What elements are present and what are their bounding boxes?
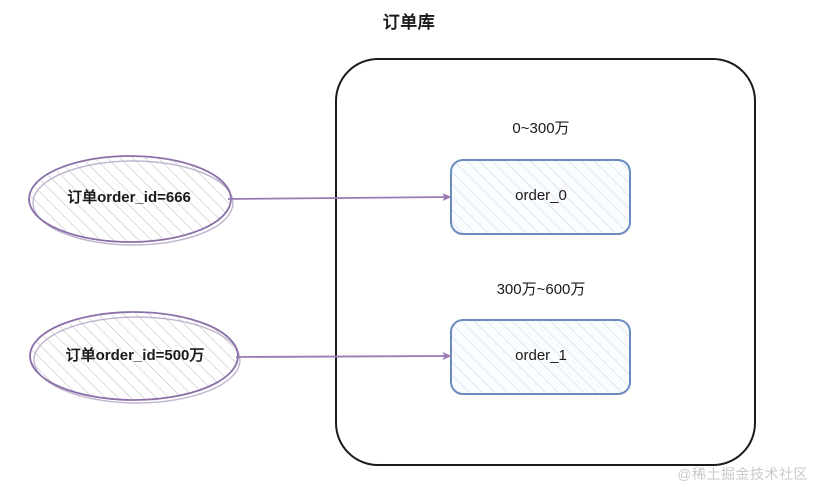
shard-label-order_0: order_0: [515, 187, 567, 204]
source-label-order-500w: 订单order_id=500万: [65, 347, 205, 364]
order-database-container: [335, 58, 756, 466]
arrow-666-to-order0: [227, 193, 452, 202]
source-label-order-666: 订单order_id=666: [67, 189, 191, 206]
watermark: @稀土掘金技术社区: [677, 466, 808, 482]
shard-label-order_1: order_1: [515, 347, 567, 364]
page-title: 订单库: [382, 13, 436, 32]
arrow-500w-to-order1: [235, 352, 452, 361]
range-label-order_1: 300万~600万: [496, 281, 586, 298]
source-ellipse-order-500w[interactable]: [29, 311, 241, 404]
source-ellipse-order-666[interactable]: [28, 155, 234, 246]
range-label-order_0: 0~300万: [512, 120, 570, 137]
